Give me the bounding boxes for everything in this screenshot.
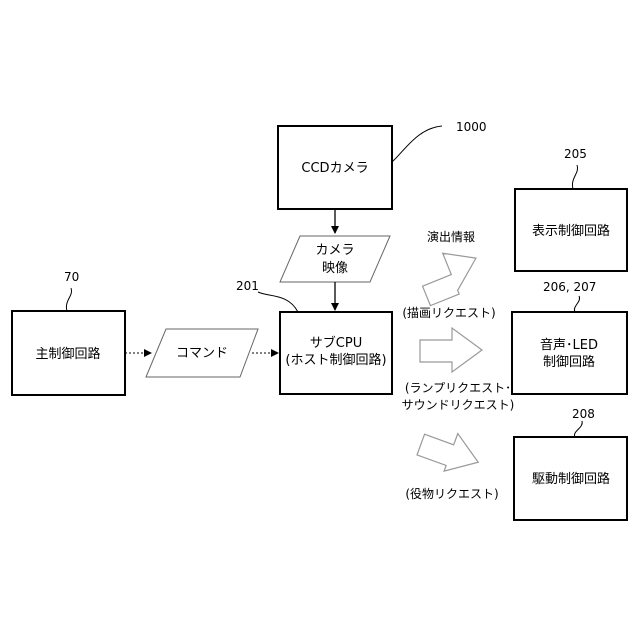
camera-image-data: カメラ 映像	[280, 236, 390, 282]
sound-led-label-1: 音声･LED	[540, 337, 598, 353]
ref-leader-ccd	[392, 126, 442, 162]
ref-leader-sound-led	[574, 296, 579, 312]
request-arrow-lamp-sound	[420, 328, 482, 372]
drive-control-block: 駆動制御回路	[514, 437, 627, 520]
ref-leader-drive	[575, 421, 583, 437]
ref-leader-subcpu	[258, 292, 298, 312]
main-control-block: 主制御回路	[12, 311, 125, 395]
ref-display: 205	[564, 147, 587, 161]
role-request-label: (役物リクエスト)	[405, 486, 498, 501]
ref-leader-display	[572, 165, 577, 189]
ref-leader-main	[66, 288, 71, 311]
ref-drive: 208	[572, 407, 595, 421]
lamp-request-label-1: (ランプリクエスト･	[405, 381, 511, 395]
lamp-request-label-2: サウンドリクエスト)	[402, 398, 515, 412]
request-arrow-draw	[414, 242, 486, 305]
drive-control-label: 駆動制御回路	[532, 471, 610, 487]
display-control-label: 表示制御回路	[532, 223, 610, 239]
ccd-camera-label: CCDカメラ	[301, 161, 368, 176]
main-control-label: 主制御回路	[35, 346, 100, 362]
sub-cpu-block: サブCPU (ホスト制御回路)	[280, 312, 392, 394]
display-control-block: 表示制御回路	[515, 189, 627, 271]
command-label: コマンド	[176, 346, 228, 361]
request-arrow-role	[415, 423, 485, 481]
effect-info-label: 演出情報	[427, 229, 475, 244]
ccd-camera-block: CCDカメラ	[278, 126, 392, 209]
ref-main: 70	[64, 270, 79, 284]
command-data: コマンド	[146, 329, 258, 377]
draw-request-label: (描画リクエスト)	[402, 306, 495, 320]
sub-cpu-label-2: (ホスト制御回路)	[285, 352, 386, 368]
sound-led-control-block: 音声･LED 制御回路	[512, 312, 627, 394]
camera-image-label-2: 映像	[322, 261, 348, 276]
ref-ccd: 1000	[456, 120, 487, 134]
camera-image-label-1: カメラ	[315, 243, 354, 258]
sub-cpu-label-1: サブCPU	[310, 335, 362, 351]
ref-sound-led: 206, 207	[543, 280, 596, 294]
sound-led-label-2: 制御回路	[543, 354, 595, 370]
ref-subcpu: 201	[236, 279, 259, 293]
